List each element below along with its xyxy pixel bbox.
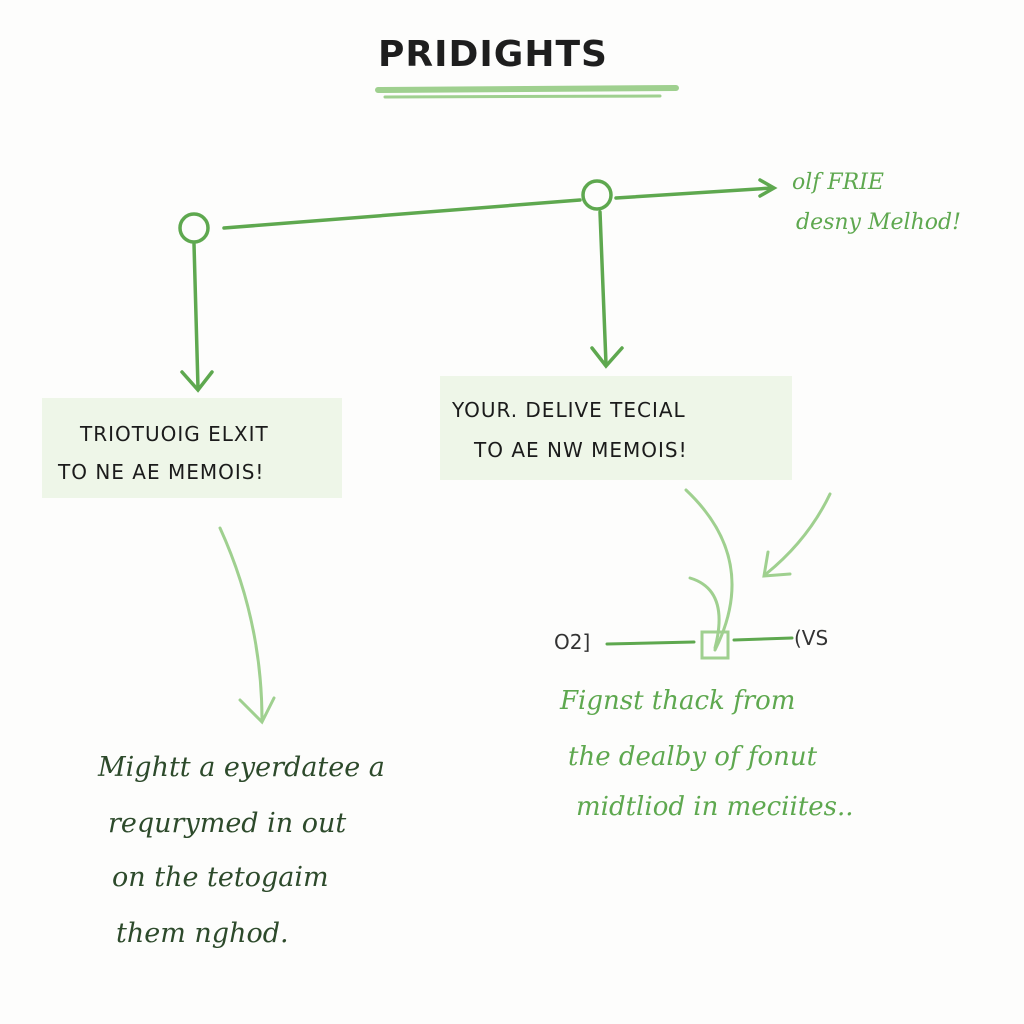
right-down-arrow <box>598 210 608 366</box>
side-note-line2: desny Melhod! <box>796 210 961 235</box>
arrow-to-side-note <box>614 186 774 200</box>
box-left-line2: TO ne ae MEMOIS! <box>58 460 265 484</box>
note-right-line3: midtliod in meciites.. <box>576 792 854 822</box>
note-left-line4: them nghod. <box>116 918 289 949</box>
arrowhead-down-icon <box>590 346 624 369</box>
connector-left-label: O2] <box>554 630 591 654</box>
side-note-line1: olf FRIE <box>792 170 884 195</box>
right-diagonal-arrow <box>764 492 832 576</box>
right-node <box>581 179 613 211</box>
main-horizontal-line <box>222 198 582 230</box>
arrowhead-icon <box>762 550 792 578</box>
note-left-line2: requrymed in out <box>108 808 347 839</box>
left-curved-arrow <box>218 526 264 722</box>
note-right-line1: Fignst thack from <box>560 686 796 716</box>
note-box-left: TRIOTUOIG ELXIT TO ne ae MEMOIS! <box>42 398 342 498</box>
note-box-right: Your. DELIVE TECIAL TO ae NW MEMOIS! <box>440 376 792 480</box>
box-right-line1: Your. DELIVE TECIAL <box>452 398 686 422</box>
arrowhead-down-icon <box>180 370 214 393</box>
note-left-line3: on the tetogaim <box>112 862 329 893</box>
box-left-line1: TRIOTUOIG ELXIT <box>80 422 269 446</box>
box-right-line2: TO ae NW MEMOIS! <box>474 438 688 462</box>
connector-checkbox <box>700 630 730 660</box>
arrowhead-right-icon <box>758 178 778 198</box>
right-curved-arrow-a <box>684 488 734 652</box>
connector-line-left <box>605 640 696 646</box>
connector-right-label: (VS <box>794 626 829 650</box>
page-title: PRIDIGHTS <box>378 34 608 75</box>
title-underline <box>375 85 679 99</box>
connector-line-right <box>732 636 794 642</box>
note-right-line2: the dealby of fonut <box>568 742 818 772</box>
left-node <box>178 212 210 244</box>
left-down-arrow <box>192 242 200 390</box>
right-curved-arrow-b <box>688 576 721 650</box>
note-left-line1: Mightt a eyerdatee a <box>98 752 385 783</box>
arrowhead-down-icon <box>238 696 276 725</box>
